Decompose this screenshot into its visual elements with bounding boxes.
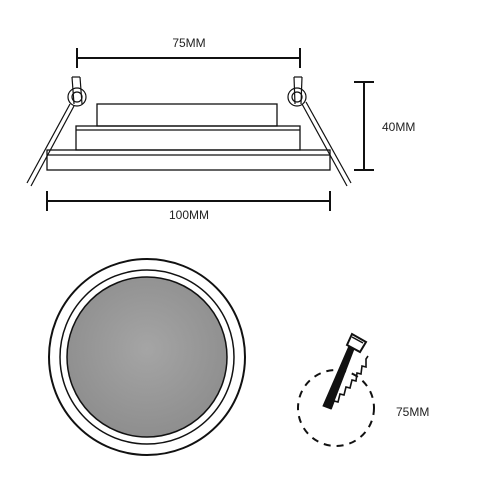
front-view [48, 258, 246, 456]
hand-saw-icon [322, 332, 369, 410]
side-view: 75MM 40MM 100MM [26, 36, 415, 222]
dashed-cutout-circle-icon [297, 369, 375, 447]
label-top-width: 75MM [172, 36, 205, 50]
dimension-top-width [76, 48, 301, 68]
left-spring-clip [26, 76, 87, 187]
cutout-indicator: 75MM [297, 332, 429, 447]
dimension-height [354, 81, 374, 171]
right-spring-clip [287, 76, 352, 187]
label-height: 40MM [382, 120, 415, 134]
fixture-housing [46, 103, 331, 171]
label-bottom-width: 100MM [169, 208, 209, 222]
dimension-bottom-width [46, 191, 331, 211]
label-cutout: 75MM [396, 405, 429, 419]
lens-diffuser [66, 276, 228, 438]
